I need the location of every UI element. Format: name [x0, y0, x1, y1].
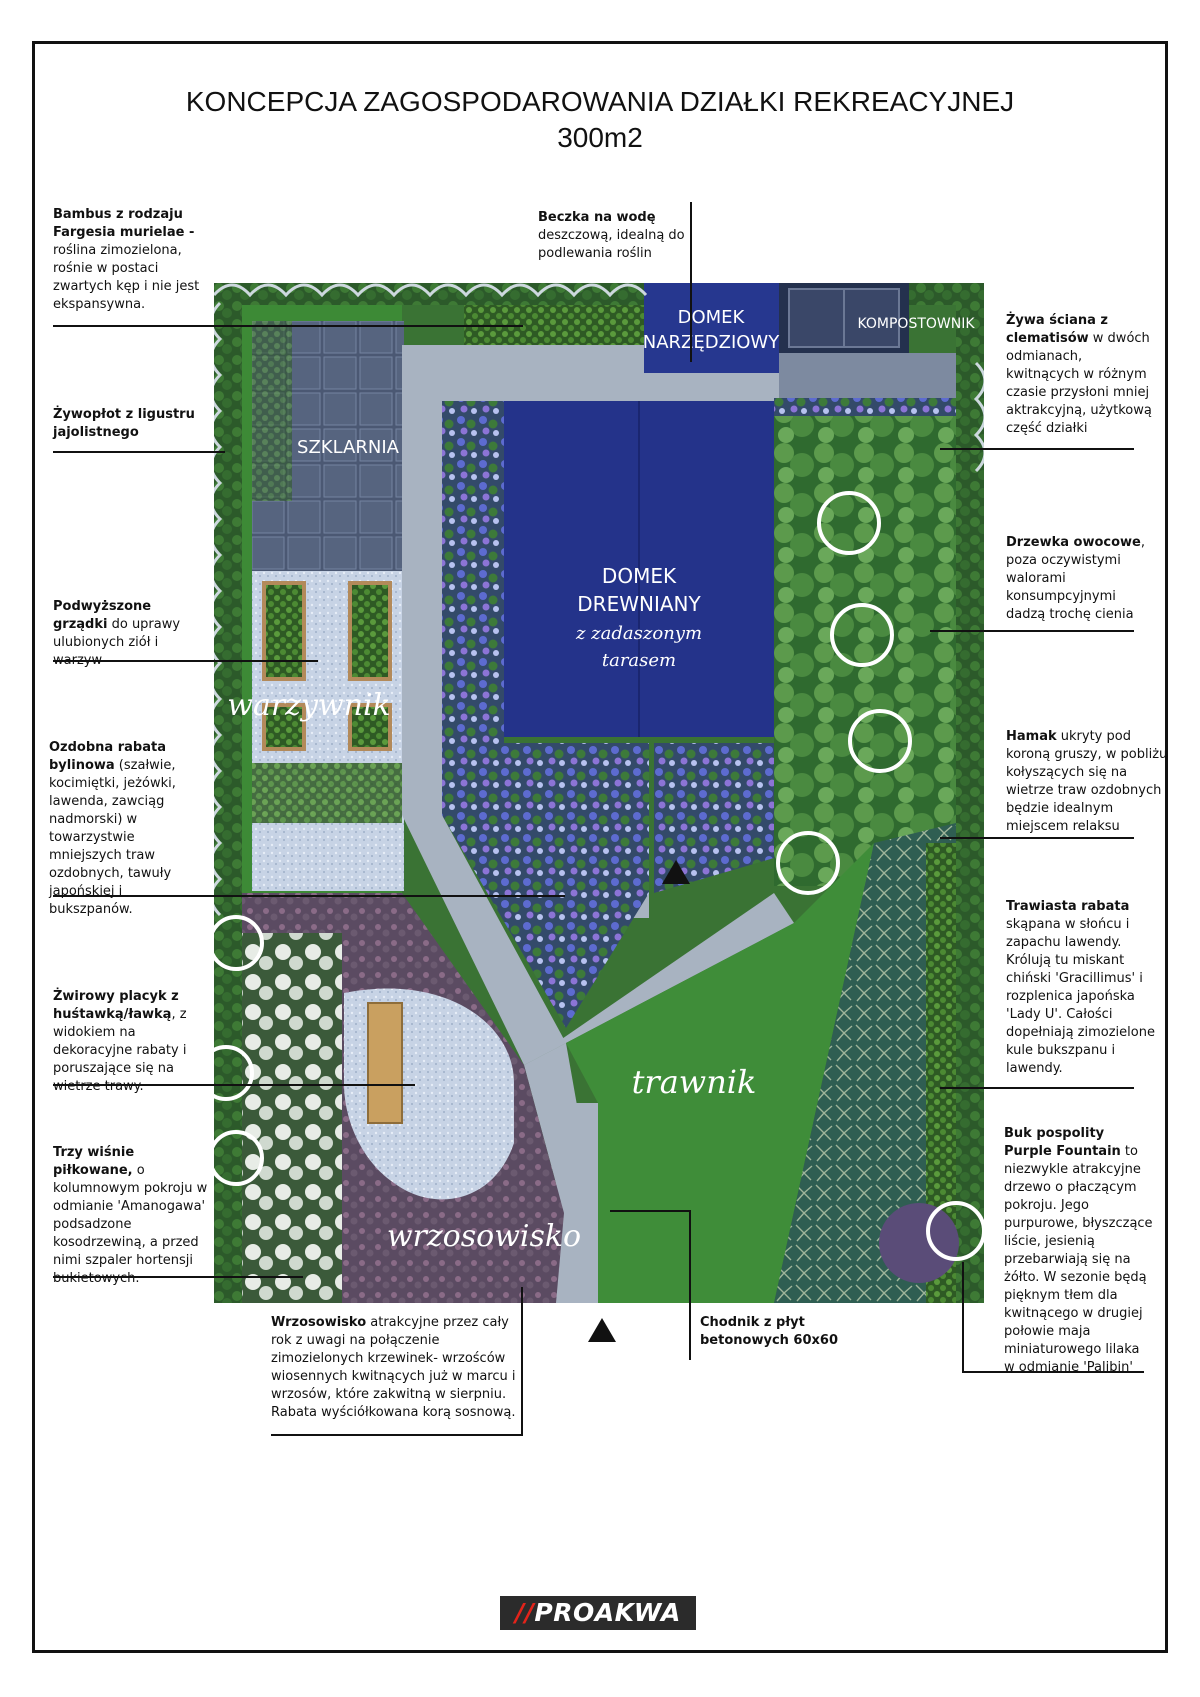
note-wisnie-text: o kolumnowym pokroju w odmianie 'Amanoga…	[53, 1163, 208, 1286]
note-wisnie-title: Trzy wiśnie piłkowane,	[53, 1145, 135, 1178]
note-hamak-text: ukryty pod koroną gruszy, w pobliżu koły…	[1006, 729, 1168, 834]
leader-chodnik-v	[689, 1210, 691, 1360]
note-beczka-title: Beczka na wodę	[538, 210, 656, 225]
leader-buk-h	[962, 1371, 1144, 1373]
page-frame	[32, 41, 1168, 1653]
leader-zwirowy	[53, 1084, 415, 1086]
note-wrzosowisko-text: atrakcyjne przez cały rok z uwagi na poł…	[271, 1315, 516, 1420]
garden-plan: DOMEK NARZĘDZIOWY KOMPOSTOWNIK SZKLARNIA…	[214, 283, 984, 1303]
leader-grzadki	[53, 660, 318, 662]
note-zwirowy: Żwirowy placyk z huśtawką/ławką, z widok…	[53, 988, 218, 1096]
note-buk: Buk pospolity Purple Fountain to niezwyk…	[1004, 1125, 1154, 1377]
note-wrzosowisko: Wrzosowisko atrakcyjne przez cały rok z …	[271, 1314, 521, 1422]
note-sciana-title: Żywa ściana z clematisów	[1006, 313, 1109, 346]
leader-trawiasta	[940, 1087, 1134, 1089]
note-buk-text: to niezwykle atrakcyjne drzewo o płacząc…	[1004, 1144, 1153, 1375]
note-zwirowy-text: , z widokiem na dekoracyjne rabaty i por…	[53, 1007, 187, 1094]
label-domek-narzedziowy-2: NARZĘDZIOWY	[643, 332, 780, 353]
note-zywoplot: Żywopłot z ligustru jajolistnego	[53, 406, 203, 442]
leader-wisnie	[53, 1276, 303, 1278]
note-grzadki: Podwyższone grządki do uprawy ulubionych…	[53, 598, 203, 670]
note-rabata-text: (szałwie, kocimiętki, jeżówki, lawenda, …	[49, 758, 176, 917]
entrance-arrow-icon	[588, 1318, 616, 1342]
label-trawnik: trawnik	[632, 1063, 757, 1101]
note-beczka-text: deszczową, idealną do podlewania roślin	[538, 228, 685, 261]
note-zywoplot-title: Żywopłot z ligustru jajolistnego	[53, 407, 195, 440]
page-subtitle: 300m2	[557, 122, 643, 153]
label-warzywnik: warzywnik	[227, 688, 390, 723]
leader-rabata	[53, 895, 565, 897]
leader-beczka	[690, 202, 692, 362]
label-szklarnia: SZKLARNIA	[297, 437, 400, 458]
note-drzewka: Drzewka owocowe, poza oczywistymi walora…	[1006, 534, 1156, 624]
note-trawiasta-text: skąpana w słońcu i zapachu lawendy. Król…	[1006, 917, 1155, 1076]
label-wrzosowisko: wrzosowisko	[387, 1219, 581, 1254]
note-drzewka-title: Drzewka owocowe	[1006, 535, 1141, 550]
logo-name: PROAKWA	[534, 1598, 681, 1627]
note-trawiasta-title: Trawiasta rabata	[1006, 899, 1130, 914]
leader-sciana	[940, 448, 1134, 450]
note-trawiasta: Trawiasta rabata skąpana w słońcu i zapa…	[1006, 898, 1156, 1078]
label-zadaszony-2: tarasem	[602, 650, 676, 671]
label-kompostownik: KOMPOSTOWNIK	[857, 316, 975, 332]
note-drzewka-text: , poza oczywistymi walorami konsumpcyjny…	[1006, 535, 1146, 622]
note-buk-title: Buk pospolity Purple Fountain	[1004, 1126, 1121, 1159]
note-bambus: Bambus z rodzaju Fargesia murielae - roś…	[53, 206, 203, 314]
note-hamak: Hamak ukryty pod koroną gruszy, w pobliż…	[1006, 728, 1168, 836]
note-bambus-text: roślina zimozielona, rośnie w postaci zw…	[53, 243, 200, 312]
page-title: KONCEPCJA ZAGOSPODAROWANIA DZIAŁKI REKRE…	[185, 86, 1015, 117]
label-zadaszony-1: z zadaszonym	[575, 623, 702, 644]
note-rabata-title: Ozdobna rabata bylinowa	[49, 740, 166, 773]
leader-bambus	[53, 325, 523, 327]
north-arrow-icon	[662, 860, 690, 884]
leader-hamak	[940, 837, 1134, 839]
label-domek-drewniany-2: DREWNIANY	[577, 592, 701, 616]
note-bambus-title: Bambus z rodzaju Fargesia murielae -	[53, 207, 195, 240]
leader-zywoplot	[53, 451, 225, 453]
note-zwirowy-title: Żwirowy placyk z huśtawką/ławką	[53, 989, 179, 1022]
note-sciana: Żywa ściana z clematisów w dwóch odmiana…	[1006, 312, 1156, 438]
leader-buk-v	[962, 1262, 964, 1372]
note-chodnik: Chodnik z płyt betonowych 60x60	[700, 1314, 850, 1350]
label-domek-drewniany-1: DOMEK	[602, 564, 677, 588]
note-beczka: Beczka na wodę deszczową, idealną do pod…	[538, 209, 688, 263]
note-sciana-text: w dwóch odmianach, kwitnących w różnym c…	[1006, 331, 1152, 436]
leader-chodnik-h	[610, 1210, 690, 1212]
note-grzadki-title: Podwyższone grządki	[53, 599, 152, 632]
note-grzadki-text: do uprawy ulubionych ziół i warzyw	[53, 617, 181, 668]
note-wisnie: Trzy wiśnie piłkowane, o kolumnowym pokr…	[53, 1144, 218, 1288]
note-chodnik-title: Chodnik z płyt betonowych 60x60	[700, 1315, 838, 1348]
note-wrzosowisko-title: Wrzosowisko	[271, 1315, 367, 1330]
leader-wrzosowisko-h	[271, 1434, 523, 1436]
proakwa-logo: //PROAKWA	[500, 1596, 696, 1630]
logo-slashes: //	[515, 1598, 535, 1627]
note-hamak-title: Hamak	[1006, 729, 1057, 744]
note-rabata: Ozdobna rabata bylinowa (szałwie, kocimi…	[49, 739, 209, 919]
label-domek-narzedziowy-1: DOMEK	[678, 307, 746, 328]
leader-wrzosowisko-v	[521, 1287, 523, 1435]
leader-drzewka	[930, 630, 1134, 632]
